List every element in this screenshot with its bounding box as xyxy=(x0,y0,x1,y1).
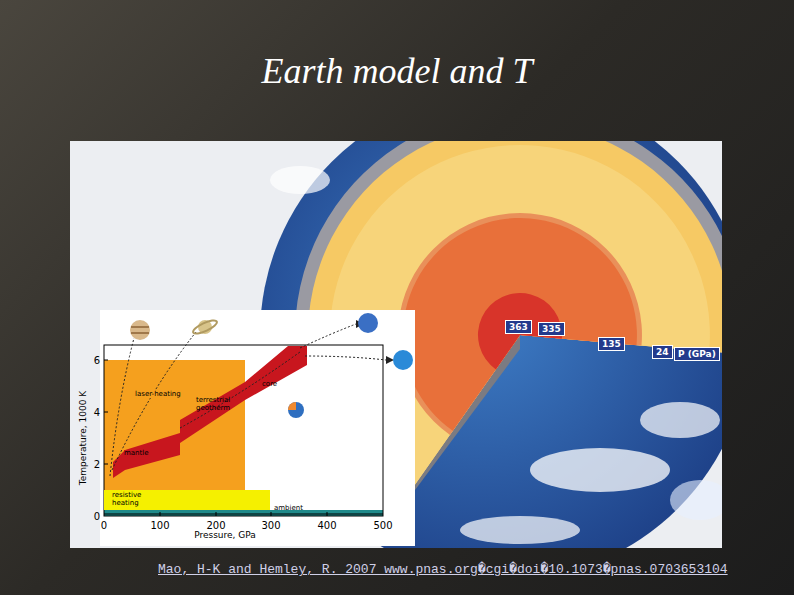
axis-title: Pressure, GPa xyxy=(194,531,256,541)
node-text: 24 xyxy=(656,347,669,357)
tick-label: 0 xyxy=(101,520,107,531)
node-text: 135 xyxy=(602,339,621,349)
tick-label: 200 xyxy=(206,520,225,531)
tick-label: 0 xyxy=(94,511,100,522)
region-label: terrestrial geotherm xyxy=(196,397,240,412)
pt-chart xyxy=(100,310,415,546)
node-text: P (GPa) xyxy=(678,349,716,359)
tick-label: 400 xyxy=(317,520,336,531)
tick-label: 2 xyxy=(94,459,100,470)
pressure-box: 24 xyxy=(652,345,673,359)
region-label: mantle xyxy=(124,450,149,458)
node-text: laser-heating xyxy=(134,390,182,398)
tick-label: 6 xyxy=(94,355,100,366)
region-label: ambient xyxy=(274,505,303,513)
tick-label: 100 xyxy=(150,520,169,531)
region-label: core xyxy=(262,381,277,389)
tick-label: 4 xyxy=(94,407,100,418)
tick-label: 300 xyxy=(261,520,280,531)
citation-caption: Mao, H-K and Hemley, R. 2007 www.pnas.or… xyxy=(158,561,728,577)
image-panel xyxy=(70,141,722,548)
pressure-box: 363 xyxy=(505,320,532,334)
axis-title: Temperature, 1000 K xyxy=(79,391,89,485)
node-text: 335 xyxy=(542,324,561,334)
node-text: resistive heating xyxy=(112,491,152,507)
pressure-box: 335 xyxy=(538,322,565,336)
pressure-box: P (GPa) xyxy=(674,347,720,361)
laser-heating-region: laser-heating xyxy=(104,360,245,490)
tick-label: 500 xyxy=(373,520,392,531)
slide-title: Earth model and T xyxy=(0,50,794,92)
resistive-heating-band: resistive heating xyxy=(104,490,270,510)
pressure-box: 135 xyxy=(598,337,625,351)
node-text: 363 xyxy=(509,322,528,332)
